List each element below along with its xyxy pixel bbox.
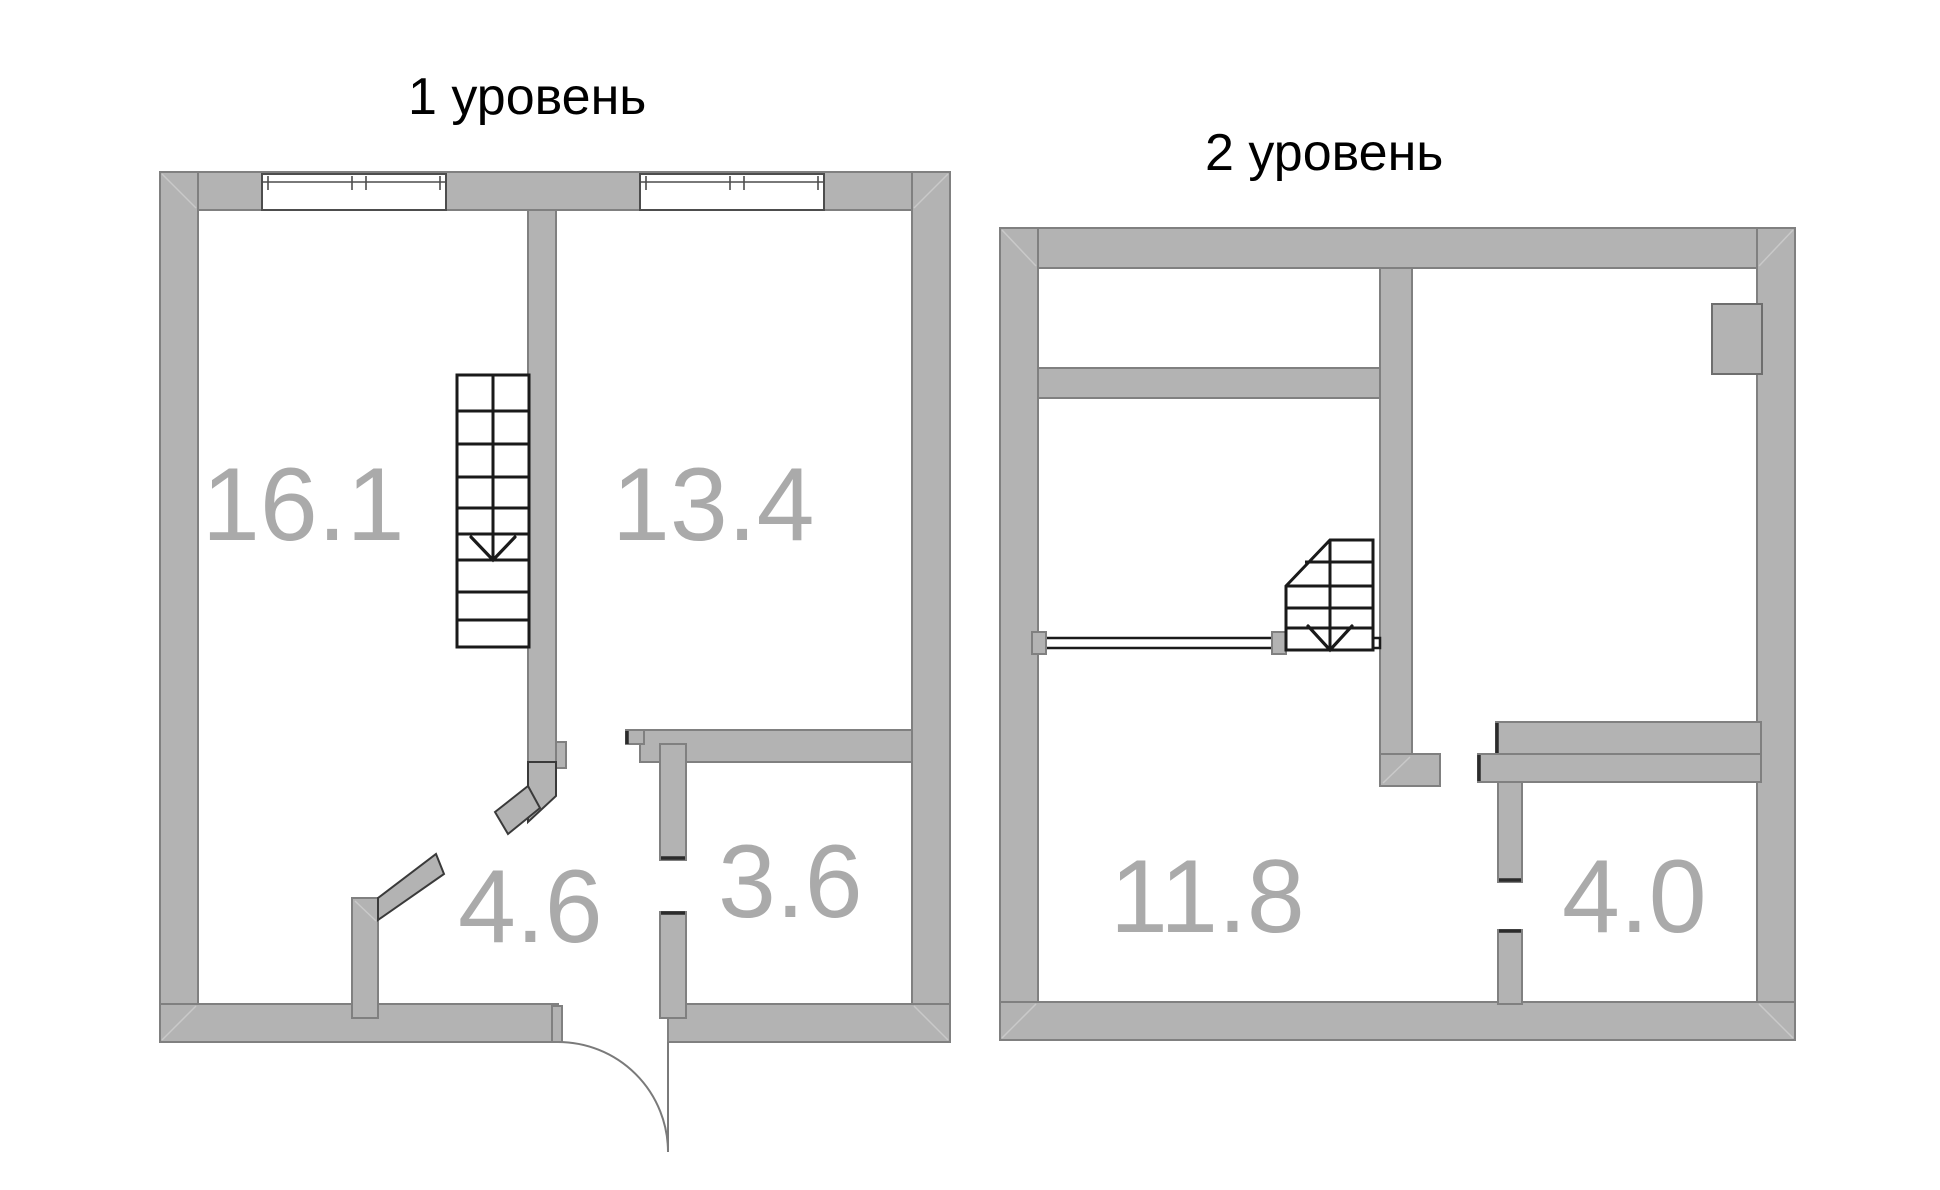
area-label-room-4-6: 4.6	[458, 849, 603, 965]
area-label-room-11-8: 11.8	[1110, 839, 1305, 955]
l1-window-top-left	[261, 173, 447, 211]
l1-staircase-up	[455, 373, 531, 649]
l1-entrance-door	[551, 1005, 669, 1153]
l2-interior-walls	[1037, 267, 1763, 1005]
l2-balustrade-railing	[1031, 631, 1382, 655]
area-label-room-16-1: 16.1	[202, 447, 405, 563]
area-label-room-4-0: 4.0	[1562, 839, 1707, 955]
l1-interior-walls	[351, 209, 913, 1019]
area-label-room-3-6: 3.6	[718, 824, 863, 940]
l2-staircase-down	[1284, 538, 1375, 653]
level-1-title: 1 уровень	[408, 68, 647, 126]
l1-exterior-walls	[159, 171, 951, 1043]
level-2-title: 2 уровень	[1205, 124, 1444, 182]
area-label-room-13-4: 13.4	[612, 447, 815, 563]
l1-window-top-right	[639, 173, 825, 211]
